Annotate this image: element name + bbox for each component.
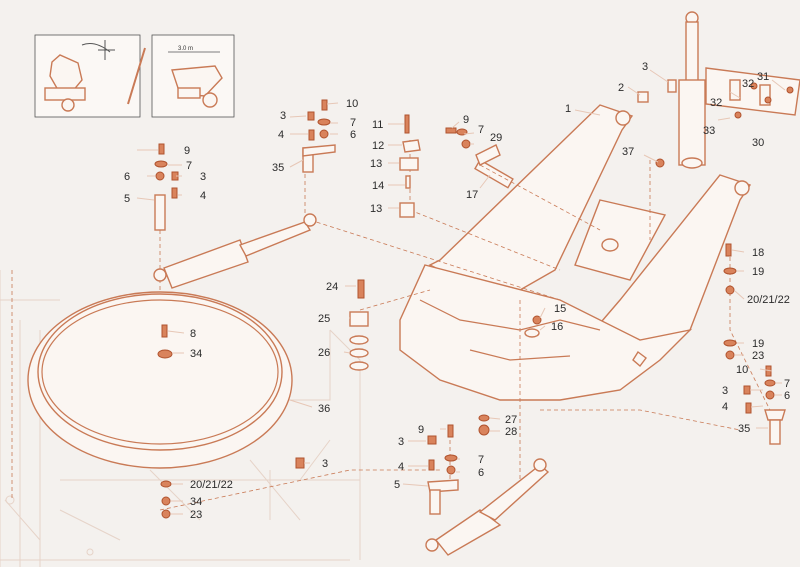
swing-cylinder-left [153, 213, 317, 289]
callout-13: 13 [370, 158, 382, 170]
swing-cylinder-bottom [425, 458, 550, 556]
callout-10: 10 [346, 98, 358, 110]
callout-16: 16 [551, 321, 563, 333]
callout-6: 6 [478, 467, 484, 479]
callout-9: 9 [184, 145, 190, 157]
inset-divider [127, 47, 146, 105]
callout-9: 9 [418, 424, 424, 436]
callout-3: 3 [322, 458, 328, 470]
callout-14: 14 [372, 180, 384, 192]
assembly-lines [11, 140, 781, 511]
callout-7: 7 [784, 378, 790, 390]
callout-33: 33 [703, 125, 715, 137]
callout-37: 37 [622, 146, 634, 158]
callout-23: 23 [190, 509, 202, 521]
callout-32: 32 [742, 78, 754, 90]
callout-29: 29 [490, 132, 502, 144]
callout-13: 13 [370, 203, 382, 215]
callout-24: 24 [326, 281, 338, 293]
callout-9: 9 [463, 114, 469, 126]
background-frame [0, 270, 361, 567]
callout-labels: 1 2 3 31 32 32 33 30 9 7 29 37 17 3 10 7… [124, 61, 790, 521]
callout-4: 4 [722, 401, 728, 413]
callout-31: 31 [757, 71, 769, 83]
callout-3: 3 [722, 385, 728, 397]
mounting-bracket [705, 67, 800, 119]
callout-27: 27 [505, 414, 517, 426]
callout-19: 19 [752, 266, 764, 278]
callout-5: 5 [124, 193, 130, 205]
slewing-ring [27, 291, 293, 469]
callout-6: 6 [784, 390, 790, 402]
callout-3: 3 [642, 61, 648, 73]
callout-35: 35 [272, 162, 284, 174]
callout-8: 8 [190, 328, 196, 340]
callout-6: 6 [124, 171, 130, 183]
callout-7: 7 [478, 124, 484, 136]
callout-7: 7 [478, 454, 484, 466]
pivot-pin [474, 144, 514, 189]
callout-36: 36 [318, 403, 330, 415]
inset-left [34, 34, 141, 118]
callout-4: 4 [200, 190, 206, 202]
callout-6: 6 [350, 129, 356, 141]
callout-20-21-22: 20/21/22 [747, 294, 790, 306]
leader-lines [136, 69, 786, 515]
callout-17: 17 [466, 189, 478, 201]
callout-26: 26 [318, 347, 330, 359]
callout-11: 11 [372, 119, 383, 131]
callout-18: 18 [752, 247, 764, 259]
callout-12: 12 [372, 140, 384, 152]
callout-5: 5 [394, 479, 400, 491]
callout-3: 3 [280, 110, 286, 122]
callout-7: 7 [186, 160, 192, 172]
callout-7: 7 [350, 117, 356, 129]
inset-right: 3.0 m [151, 34, 235, 118]
callout-10: 10 [736, 364, 748, 376]
dimension-label: 3.0 m [178, 46, 193, 52]
callout-20-21-22: 20/21/22 [190, 479, 233, 491]
callout-34: 34 [190, 496, 202, 508]
callout-3: 3 [398, 436, 404, 448]
callout-15: 15 [554, 303, 566, 315]
callout-25: 25 [318, 313, 330, 325]
callout-30: 30 [752, 137, 764, 149]
callout-3: 3 [200, 171, 206, 183]
lift-cylinder [678, 11, 706, 169]
callout-32: 32 [710, 97, 722, 109]
callout-4: 4 [278, 129, 284, 141]
callout-4: 4 [398, 461, 404, 473]
callout-34: 34 [190, 348, 202, 360]
callout-23: 23 [752, 350, 764, 362]
callout-35: 35 [738, 423, 750, 435]
callout-28: 28 [505, 426, 517, 438]
callout-19: 19 [752, 338, 764, 350]
callout-2: 2 [618, 82, 624, 94]
main-frame [399, 104, 752, 401]
callout-1: 1 [565, 103, 571, 115]
